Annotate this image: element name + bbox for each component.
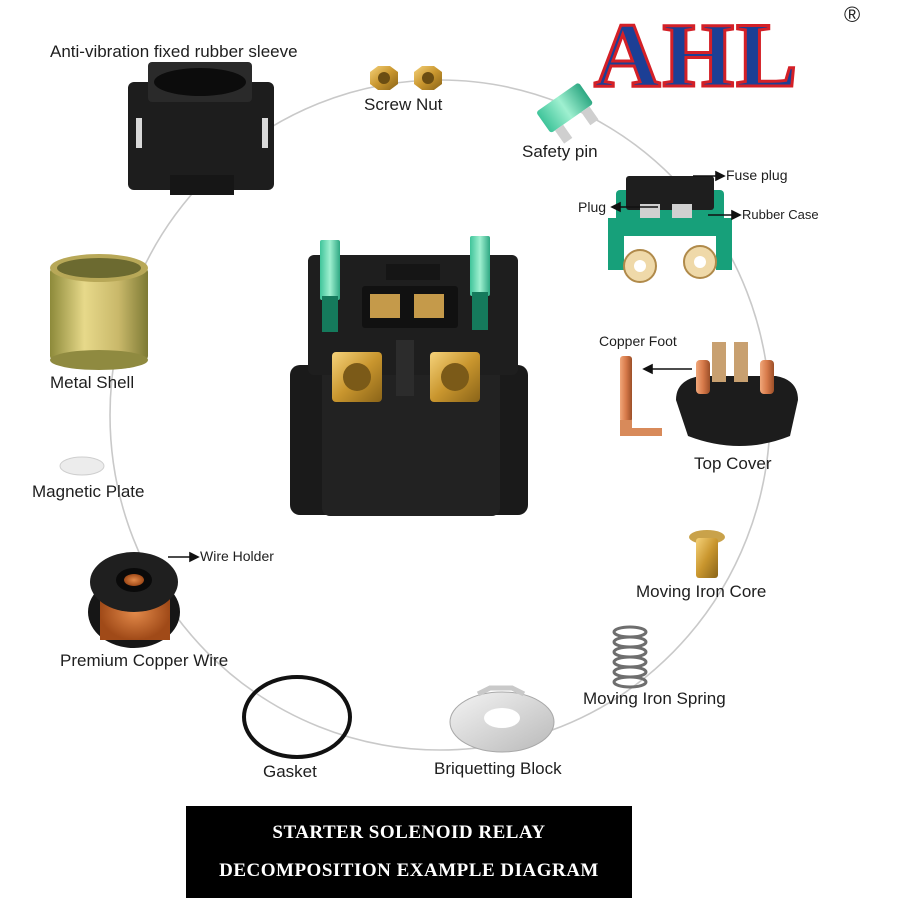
label-top-cover: Top Cover bbox=[694, 454, 772, 473]
label-safety-pin: Safety pin bbox=[522, 142, 598, 161]
title-banner: STARTER SOLENOID RELAY DECOMPOSITION EXA… bbox=[186, 806, 632, 898]
ahl-logo: AHL ® bbox=[590, 2, 880, 108]
label-moving-iron-spring: Moving Iron Spring bbox=[583, 689, 726, 708]
registered-mark: ® bbox=[844, 2, 861, 27]
label-moving-iron-core: Moving Iron Core bbox=[636, 582, 767, 601]
label-screw-nut: Screw Nut bbox=[364, 95, 443, 114]
copper-foot-image bbox=[620, 356, 662, 436]
safety-pin-image bbox=[537, 83, 599, 144]
top-cover-image bbox=[676, 342, 798, 446]
label-rubber-sleeve: Anti-vibration fixed rubber sleeve bbox=[50, 42, 298, 61]
label-wire-holder: Wire Holder bbox=[200, 548, 274, 564]
copper-wire-image bbox=[88, 552, 180, 648]
rubber-sleeve-image bbox=[128, 62, 274, 195]
ahl-logo-text: AHL bbox=[594, 6, 799, 96]
label-briquetting-block: Briquetting Block bbox=[434, 759, 562, 778]
banner-line-1: STARTER SOLENOID RELAY bbox=[272, 822, 546, 843]
ahl-logo-graphic: AHL bbox=[593, 3, 799, 108]
magnetic-plate-image bbox=[59, 456, 105, 476]
screw-nut-image bbox=[370, 66, 442, 90]
label-rubber-case: Rubber Case bbox=[742, 207, 819, 222]
label-copper-foot: Copper Foot bbox=[599, 333, 677, 349]
banner-line-2: DECOMPOSITION EXAMPLE DIAGRAM bbox=[219, 860, 599, 881]
briquetting-block-image bbox=[449, 685, 555, 753]
label-fuse-plug: Fuse plug bbox=[726, 167, 788, 183]
label-metal-shell: Metal Shell bbox=[50, 373, 135, 392]
label-premium-copper-wire: Premium Copper Wire bbox=[60, 651, 229, 670]
relay-main-image bbox=[290, 236, 528, 516]
metal-shell-image bbox=[50, 254, 148, 370]
rubber-case-image bbox=[608, 176, 732, 283]
moving-iron-spring-image bbox=[612, 625, 648, 689]
label-magnetic-plate: Magnetic Plate bbox=[32, 482, 145, 501]
label-plug: Plug bbox=[578, 199, 607, 215]
label-gasket: Gasket bbox=[263, 762, 317, 781]
moving-iron-core-image bbox=[689, 530, 725, 578]
gasket-image bbox=[242, 675, 352, 759]
pointer-arrows bbox=[168, 170, 742, 563]
